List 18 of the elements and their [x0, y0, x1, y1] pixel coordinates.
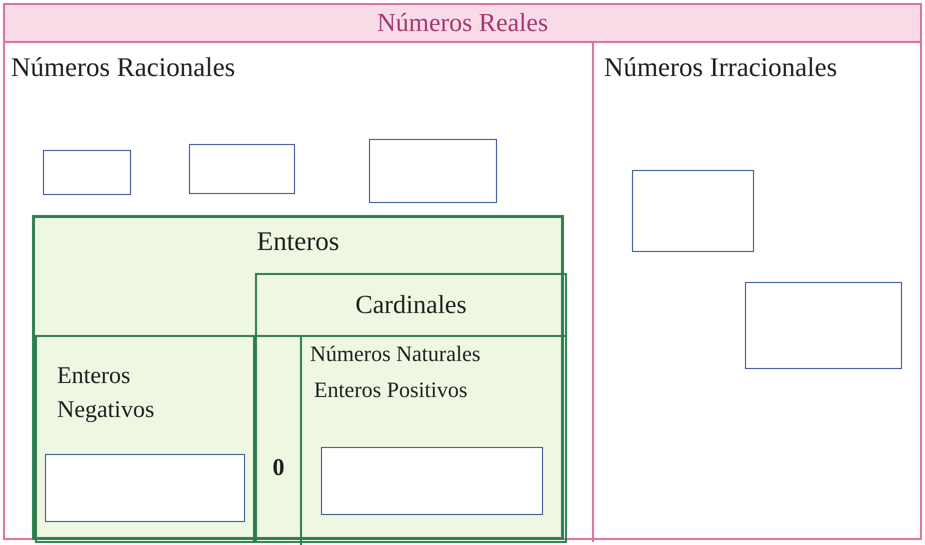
blank-box	[45, 454, 245, 522]
title-bar: Números Reales	[5, 5, 920, 43]
set-label: Enteros Negativos	[57, 362, 156, 425]
blank-box	[43, 150, 131, 195]
blank-box	[189, 144, 295, 194]
blank-box	[745, 282, 902, 369]
set-label: 0	[272, 455, 286, 482]
set-label: Enteros	[256, 226, 340, 257]
set-label: Enteros Positivos	[314, 377, 468, 403]
blank-box	[632, 170, 754, 252]
set-region	[255, 273, 567, 543]
blank-box	[321, 447, 543, 515]
blank-box	[369, 139, 497, 203]
set-label: Números Irracionales	[604, 52, 838, 83]
set-label: Cardinales	[257, 275, 565, 337]
set-label: Números Racionales	[11, 52, 236, 83]
set-label: Números Naturales	[310, 341, 480, 367]
set-region	[35, 335, 255, 543]
